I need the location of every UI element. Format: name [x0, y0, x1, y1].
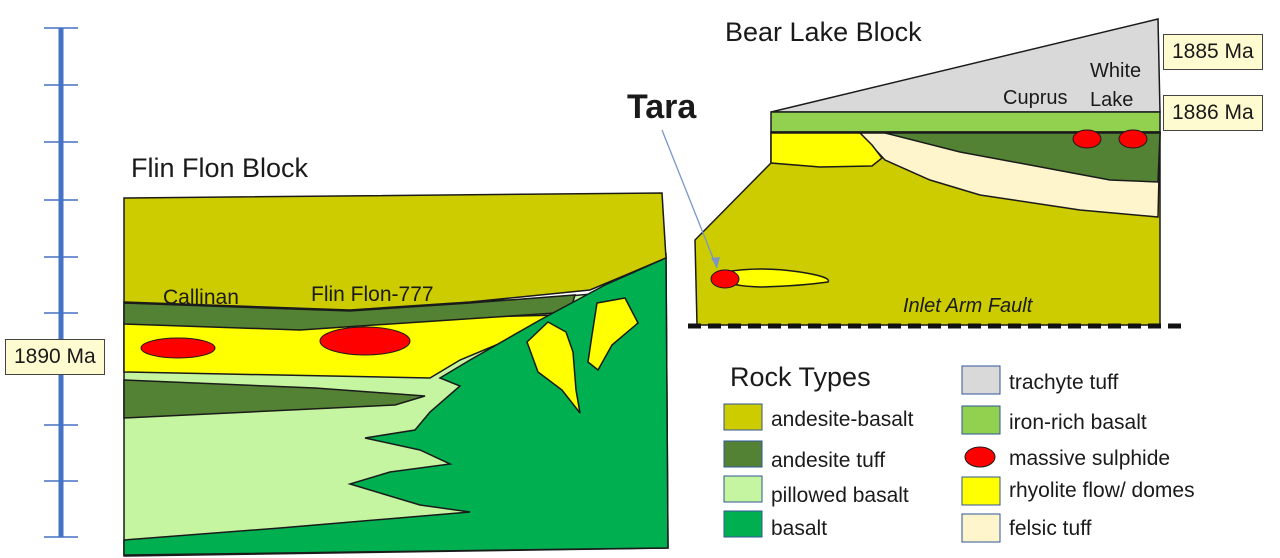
andesite-basalt-unit — [123, 192, 667, 311]
legend-swatch-iron-rich-basalt — [961, 405, 1001, 435]
legend-swatch-trachyte-tuff — [961, 365, 1001, 395]
rhyolite-lens-upper — [770, 132, 884, 168]
iron-rich-basalt-unit — [770, 111, 1161, 133]
tara-arrowhead — [711, 257, 720, 268]
legend-label-trachyte-tuff: trachyte tuff — [1009, 371, 1119, 394]
rhyolite-dome-1 — [526, 321, 581, 414]
legend-label-rhyolite: rhyolite flow/ domes — [1009, 479, 1195, 502]
legend-swatch-pillowed-basalt — [723, 475, 763, 503]
flin-flon-777-label: Flin Flon-777 — [311, 283, 434, 306]
white-lake-label-line2: Lake — [1090, 89, 1133, 111]
flin-flon-777-sulphide-deposit — [319, 326, 411, 356]
age-label-1890: 1890 Ma — [5, 339, 105, 375]
legend: Rock Types andesite-basalt andesite tuff… — [723, 362, 1195, 543]
andesite-tuff-lower-band — [123, 379, 426, 419]
legend-label-andesite-tuff: andesite tuff — [771, 449, 885, 472]
tara-label: Tara — [627, 88, 697, 126]
legend-label-felsic-tuff: felsic tuff — [1009, 517, 1092, 540]
legend-swatch-felsic-tuff — [961, 513, 1001, 543]
fault-label: Inlet Arm Fault — [903, 295, 1034, 317]
callinan-label: Callinan — [163, 286, 239, 309]
legend-label-basalt: basalt — [771, 517, 827, 540]
tara-pointer-arrow — [661, 129, 718, 269]
time-axis-ticks — [44, 27, 78, 538]
legend-swatch-andesite-tuff — [723, 440, 763, 468]
white-lake-sulphide-deposit — [1118, 129, 1148, 149]
basalt-unit — [123, 256, 669, 556]
time-scale — [44, 27, 78, 538]
bear-lake-block: Bear Lake Block Cuprus White Lake Tara I… — [627, 17, 1186, 329]
flin-flon-block: Flin Flon Block Callinan Flin Flon-777 — [123, 153, 669, 557]
cuprus-label: Cuprus — [1003, 87, 1067, 109]
legend-swatch-rhyolite — [961, 476, 1001, 506]
legend-label-pillowed-basalt: pillowed basalt — [771, 484, 909, 507]
bear-lake-block-title: Bear Lake Block — [725, 17, 922, 47]
callinan-sulphide-deposit — [140, 337, 216, 359]
legend-swatch-basalt — [723, 510, 763, 538]
legend-label-massive-sulphide: massive sulphide — [1009, 447, 1170, 470]
legend-label-iron-rich-basalt: iron-rich basalt — [1009, 411, 1147, 434]
legend-swatch-andesite-basalt — [723, 403, 763, 431]
tara-sulphide-deposit — [710, 269, 740, 289]
flin-flon-block-title: Flin Flon Block — [131, 153, 309, 183]
legend-label-andesite-basalt: andesite-basalt — [771, 408, 914, 431]
cuprus-sulphide-deposit — [1072, 129, 1102, 149]
rhyolite-dome-2 — [587, 297, 639, 372]
white-lake-label-line1: White — [1090, 60, 1141, 82]
age-label-1886: 1886 Ma — [1163, 95, 1263, 131]
age-label-1885: 1885 Ma — [1163, 34, 1263, 70]
rhyolite-lens-tara — [724, 268, 830, 288]
legend-swatch-massive-sulphide — [964, 446, 996, 468]
legend-title: Rock Types — [730, 362, 871, 392]
